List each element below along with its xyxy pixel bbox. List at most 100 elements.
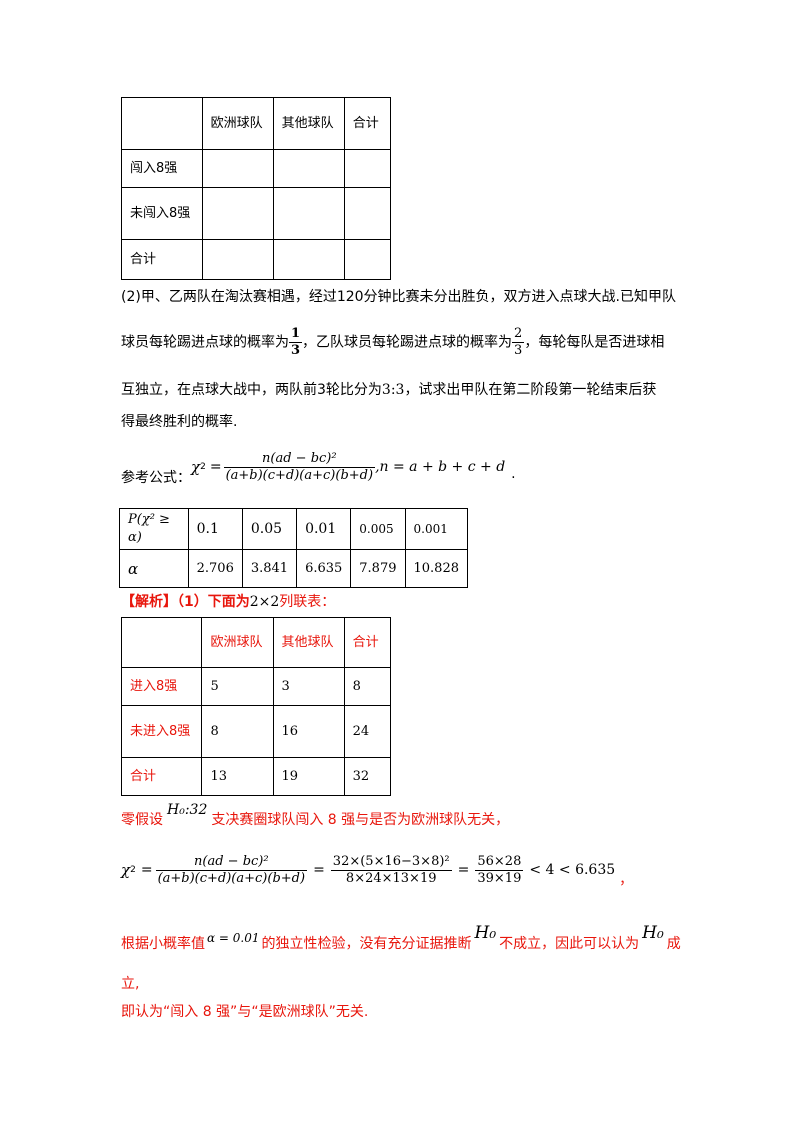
table-cell: 合计 bbox=[343, 617, 392, 668]
text: 的独立性检验，没有充分证据推断 bbox=[261, 936, 472, 952]
null-hypothesis: 零假设H₀:32支决赛圈球队闯入 8 强与是否为欧洲球队无关， bbox=[121, 802, 509, 830]
period: . bbox=[511, 466, 516, 482]
numerator: 2 bbox=[512, 326, 525, 343]
problem-line-1: (2)甲、乙两队在淘汰赛相遇，经过120分钟比赛未分出胜负，双方进入点球大战.已… bbox=[121, 289, 677, 305]
table-cell: 2.706 bbox=[187, 549, 243, 588]
text: 不成立，因此可以认为 bbox=[499, 936, 640, 952]
table-row: 合计 13 19 32 bbox=[120, 757, 392, 796]
heading-text: 【解析】（1）下面为 bbox=[121, 594, 250, 610]
hypothesis-math: H₀:32 bbox=[167, 802, 208, 818]
table-cell: 0.01 bbox=[296, 508, 352, 550]
text: ，试求出甲队在第二阶段第一轮结束后获 bbox=[404, 382, 657, 398]
table-cell: 0.001 bbox=[404, 508, 468, 550]
text: 互独立，在点球大战中，两队前3轮比分为 bbox=[121, 382, 382, 398]
fraction: n(ad − bc)²(a+b)(c+d)(a+c)(b+d) bbox=[155, 854, 308, 887]
superscript: 2 bbox=[130, 865, 136, 875]
final-conclusion: 即认为“闯入 8 强”与“是欧洲球队”无关. bbox=[121, 1004, 369, 1020]
table-cell: P(χ² ≥ α) bbox=[119, 508, 189, 550]
h0-symbol: H₀ bbox=[474, 923, 497, 943]
table-cell: 合计 bbox=[343, 97, 392, 150]
table-cell: 16 bbox=[272, 705, 345, 758]
denominator: 3 bbox=[514, 343, 523, 358]
table-cell: 24 bbox=[343, 705, 392, 758]
table-cell: 3.841 bbox=[241, 549, 298, 588]
text: 成 bbox=[666, 936, 681, 952]
table-cell: 其他球队 bbox=[272, 97, 345, 150]
table-cell: 19 bbox=[272, 757, 345, 796]
text: 根据小概率值 bbox=[121, 936, 205, 952]
table-row: 未进入8强 8 16 24 bbox=[120, 705, 392, 758]
table-cell: 0.005 bbox=[350, 508, 406, 550]
table-cell: 8 bbox=[343, 667, 392, 706]
text: ，乙队球员每轮踢进点球的概率为 bbox=[302, 334, 513, 351]
table-cell: 合计 bbox=[121, 239, 203, 280]
table-cell bbox=[201, 187, 274, 240]
table-cell: 13 bbox=[201, 757, 274, 796]
formula-label: 参考公式： bbox=[121, 470, 191, 486]
table-row: 进入8强 5 3 8 bbox=[120, 667, 392, 706]
table-row: P(χ² ≥ α) 0.1 0.05 0.01 0.005 0.001 bbox=[119, 508, 468, 550]
table-row: α 2.706 3.841 6.635 7.879 10.828 bbox=[119, 549, 468, 588]
text: 零假设 bbox=[121, 812, 163, 828]
table-cell: 32 bbox=[343, 757, 392, 796]
chi-symbol: χ bbox=[191, 458, 201, 476]
table-cell bbox=[201, 149, 274, 188]
table-cell: 6.635 bbox=[296, 549, 352, 588]
alpha-value: α = 0.01 bbox=[207, 931, 260, 945]
table-cell: 进入8强 bbox=[120, 667, 203, 706]
solution-heading: 【解析】（1）下面为2×2列联表： bbox=[121, 592, 335, 612]
table-cell: 闯入8强 bbox=[121, 149, 203, 188]
inequality: < 4 < 6.635 bbox=[529, 862, 616, 878]
table-cell bbox=[272, 187, 345, 240]
table-cell: 10.828 bbox=[404, 549, 468, 588]
table-row: 未闯入8强 bbox=[121, 187, 392, 240]
equals: = bbox=[457, 862, 470, 878]
table-cell bbox=[121, 97, 203, 150]
critical-values-table: P(χ² ≥ α) 0.1 0.05 0.01 0.005 0.001 α 2.… bbox=[119, 508, 468, 588]
superscript: 2 bbox=[200, 462, 206, 472]
denominator: 39×19 bbox=[477, 870, 522, 886]
numerator: 1 bbox=[289, 326, 303, 343]
table-cell bbox=[120, 617, 203, 668]
numerator: n(ad − bc)² bbox=[155, 854, 308, 871]
table-cell: 未闯入8强 bbox=[121, 187, 203, 240]
table-cell: 7.879 bbox=[350, 549, 406, 588]
table-cell bbox=[272, 149, 345, 188]
chi-symbol: χ bbox=[121, 861, 131, 879]
score: 3:3 bbox=[381, 382, 405, 398]
table-cell bbox=[343, 149, 392, 188]
table-cell: 合计 bbox=[120, 757, 203, 796]
text: 球员每轮踢进点球的概率为 bbox=[121, 334, 289, 351]
equals: = bbox=[140, 862, 153, 878]
table-cell: 未进入8强 bbox=[120, 705, 203, 758]
table-cell bbox=[343, 239, 392, 280]
denominator: (a+b)(c+d)(a+c)(b+d) bbox=[157, 870, 306, 886]
numerator: n(ad − bc)² bbox=[223, 451, 376, 468]
table-cell: 欧洲球队 bbox=[201, 617, 274, 668]
numerator: 56×28 bbox=[475, 853, 524, 871]
equals: = bbox=[209, 459, 222, 475]
formula-fraction: n(ad − bc)²(a+b)(c+d)(a+c)(b+d) bbox=[223, 451, 376, 484]
n-definition: ,n = a + b + c + d bbox=[375, 459, 506, 475]
table-cell: 0.05 bbox=[241, 508, 298, 550]
table-cell bbox=[343, 187, 392, 240]
text: ，每轮每队是否进球相 bbox=[524, 334, 665, 351]
table-cell: α bbox=[119, 549, 189, 588]
table-cell: 欧洲球队 bbox=[201, 97, 274, 150]
table-cell bbox=[272, 239, 345, 280]
table-row: 合计 bbox=[121, 239, 392, 280]
table-row: 闯入8强 bbox=[121, 149, 392, 188]
contingency-table-empty: 欧洲球队 其他球队 合计 闯入8强 未闯入8强 合计 bbox=[121, 97, 392, 280]
denominator: 8×24×13×19 bbox=[345, 870, 437, 886]
heading-end: 列联表： bbox=[279, 594, 336, 610]
problem-line-4: 得最终胜利的概率. bbox=[121, 414, 238, 430]
table-cell: 3 bbox=[272, 667, 345, 706]
table-cell: 其他球队 bbox=[272, 617, 345, 668]
table-row: 欧洲球队 其他球队 合计 bbox=[120, 617, 392, 668]
